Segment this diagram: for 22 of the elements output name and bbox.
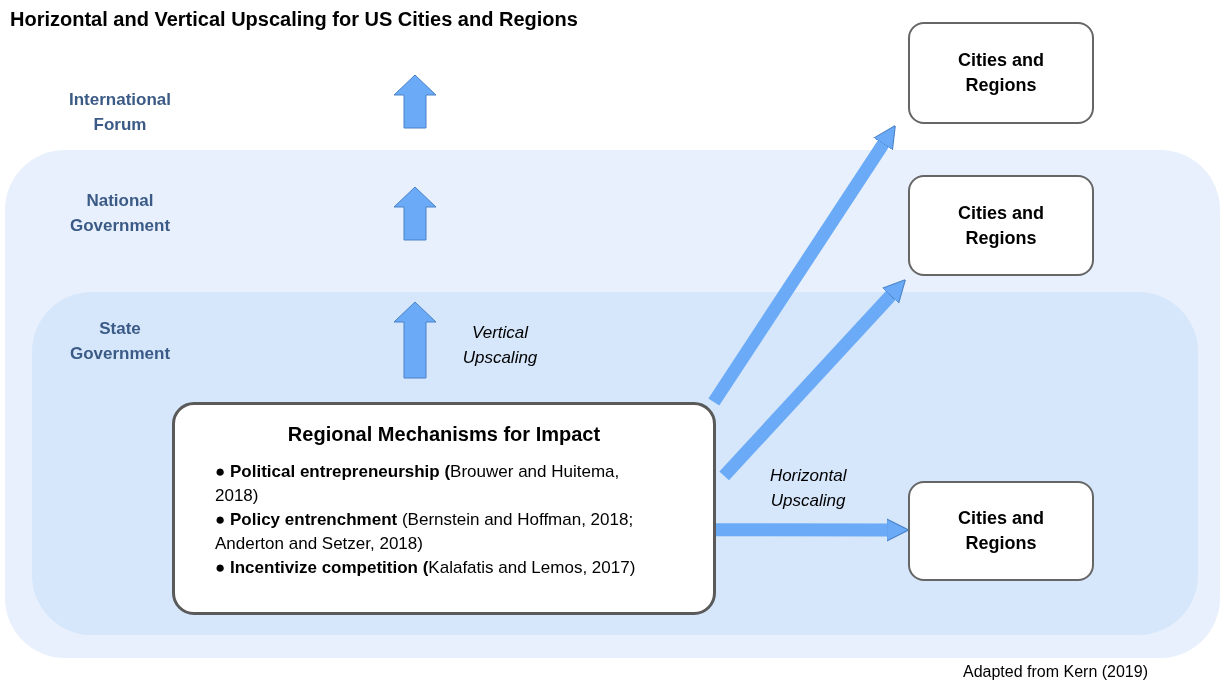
mechanisms-box: [172, 402, 716, 615]
arrow-label: Vertical Upscaling: [461, 322, 539, 369]
node-text: Cities and Regions: [957, 49, 1045, 97]
government-band: [5, 150, 1220, 658]
block-arrow: [716, 518, 910, 542]
block-arrow: [708, 125, 896, 406]
cities-box: [908, 175, 1094, 276]
cities-box: [908, 481, 1094, 581]
box-heading: Regional Mechanisms for Impact: [286, 423, 602, 446]
level-label: International Forum: [68, 89, 172, 136]
node-text: Cities and Regions: [957, 507, 1045, 555]
block-arrow: [719, 279, 906, 481]
bullet-item: ● Political entrepreneurship (Brouwer and Huitema, 2018): [215, 461, 621, 507]
bullet-item: ● Incentivize competition (Kalafatis and Lemos, 2017): [215, 557, 637, 579]
bullet-item: ● Policy entrenchment (Bernstein and Hoffman, 2018; Anderton and Setzer, 2018): [215, 509, 635, 555]
node-text: Cities and Regions: [957, 201, 1045, 250]
level-label: State Government: [68, 318, 172, 365]
government-band: [32, 292, 1198, 635]
level-label: National Government: [68, 190, 172, 237]
cities-box: [908, 22, 1094, 124]
diagram-title: Horizontal and Vertical Upscaling for US Cities and Regions: [10, 8, 578, 31]
caption: Adapted from Kern (2019): [963, 663, 1148, 681]
